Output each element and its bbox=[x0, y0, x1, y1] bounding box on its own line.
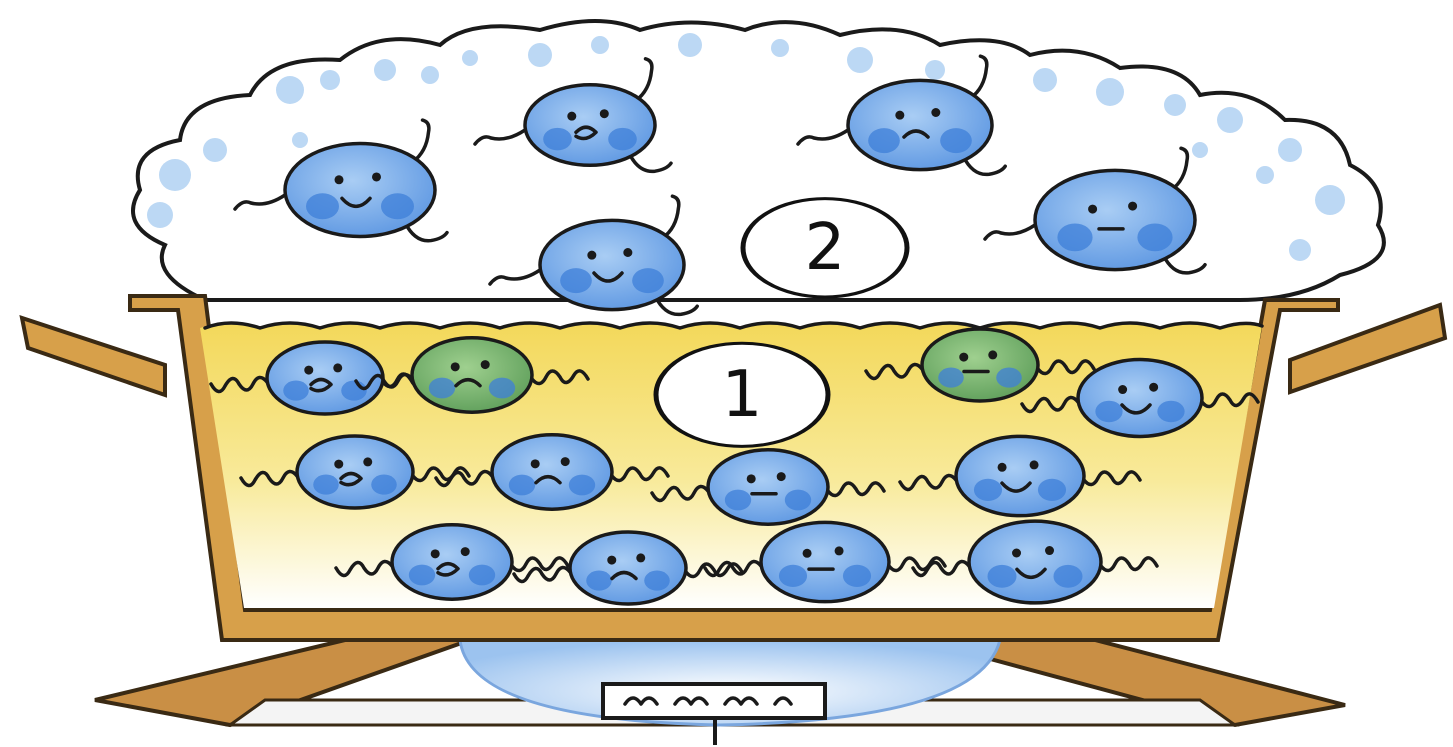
molecule-cheek bbox=[632, 268, 664, 293]
molecule-cheek bbox=[938, 368, 964, 388]
molecule-eye bbox=[334, 460, 343, 469]
molecule-cheek bbox=[586, 571, 612, 591]
molecule-eye bbox=[988, 350, 997, 359]
molecule-eye bbox=[1045, 546, 1054, 555]
molecule-body bbox=[570, 532, 686, 604]
molecule-eye bbox=[451, 362, 460, 371]
molecule-cheek bbox=[974, 479, 1002, 501]
molecule-cheek bbox=[725, 490, 751, 511]
molecule-cheek bbox=[996, 368, 1022, 388]
molecule-eye bbox=[481, 360, 490, 369]
vapor-phase-label: 2 bbox=[743, 199, 907, 297]
molecule-eye bbox=[1012, 548, 1021, 557]
pot-left-handle bbox=[22, 318, 165, 395]
molecule-eye bbox=[461, 547, 470, 556]
molecule-cheek bbox=[313, 475, 339, 495]
molecule-eye bbox=[1128, 202, 1137, 211]
molecule-cheek bbox=[843, 565, 871, 587]
molecule-cheek bbox=[543, 128, 572, 151]
molecule-cheek bbox=[779, 565, 807, 587]
molecule-eye bbox=[1030, 460, 1039, 469]
molecule-eye bbox=[607, 556, 616, 565]
molecule-body bbox=[848, 80, 992, 169]
liquid-phase-label-text: 1 bbox=[722, 358, 763, 432]
stove bbox=[95, 640, 1345, 745]
molecule-eye bbox=[335, 175, 344, 184]
molecule-cheek bbox=[1157, 401, 1184, 423]
molecule-cheek bbox=[371, 475, 397, 495]
molecule-cheek bbox=[306, 193, 339, 219]
molecule-eye bbox=[895, 111, 904, 120]
molecule-body bbox=[1078, 360, 1202, 437]
molecule-eye bbox=[363, 457, 372, 466]
molecule-eye bbox=[959, 353, 968, 362]
molecule-eye bbox=[333, 363, 342, 372]
molecule-body bbox=[540, 220, 684, 309]
molecule-cheek bbox=[429, 378, 455, 399]
molecule-body bbox=[412, 338, 532, 412]
molecule-body bbox=[922, 329, 1038, 401]
molecule-cheek bbox=[381, 193, 414, 219]
molecule-cheek bbox=[489, 378, 515, 399]
molecule-eye bbox=[372, 172, 381, 181]
molecule-eye bbox=[931, 108, 940, 117]
molecule-cheek bbox=[1057, 223, 1092, 251]
molecule-cheek bbox=[987, 565, 1016, 588]
molecule-eye bbox=[1088, 205, 1097, 214]
molecule-cheek bbox=[644, 571, 670, 591]
molecule-cheek bbox=[469, 565, 495, 586]
molecule-body bbox=[761, 522, 889, 601]
molecule-cheek bbox=[940, 128, 972, 153]
molecule-body bbox=[956, 436, 1084, 515]
molecule-eye bbox=[304, 366, 313, 375]
molecule-body bbox=[297, 436, 413, 508]
molecule-body bbox=[708, 450, 828, 524]
molecule-eye bbox=[747, 474, 756, 483]
molecule-eye bbox=[803, 549, 812, 558]
molecule-body bbox=[267, 342, 383, 414]
molecule-cheek bbox=[1038, 479, 1066, 501]
vapor-phase-label-text: 2 bbox=[805, 211, 846, 285]
molecule-body bbox=[1035, 170, 1195, 269]
molecule-body bbox=[285, 144, 435, 237]
molecule-cheek bbox=[283, 381, 309, 401]
molecule-cheek bbox=[509, 475, 535, 496]
molecule-eye bbox=[623, 248, 632, 257]
molecule-eye bbox=[1149, 383, 1158, 392]
molecule-eye bbox=[998, 463, 1007, 472]
molecule-eye bbox=[777, 472, 786, 481]
molecule-eye bbox=[1118, 385, 1127, 394]
liquid-phase-label: 1 bbox=[656, 343, 828, 446]
molecule-eye bbox=[600, 109, 609, 118]
molecule-eye bbox=[567, 112, 576, 121]
molecule-eye bbox=[636, 553, 645, 562]
molecule-body bbox=[392, 525, 512, 599]
molecule-cheek bbox=[868, 128, 900, 153]
molecule-body bbox=[525, 85, 655, 166]
molecule-cheek bbox=[1095, 401, 1122, 423]
molecule-eye bbox=[561, 457, 570, 466]
molecule-cheek bbox=[569, 475, 595, 496]
molecule-cheek bbox=[1053, 565, 1082, 588]
molecule-cheek bbox=[409, 565, 435, 586]
molecule-cheek bbox=[608, 128, 637, 151]
molecule-cheek bbox=[785, 490, 811, 511]
molecule-cheek bbox=[341, 381, 367, 401]
molecule-cheek bbox=[1137, 223, 1172, 251]
molecule-eye bbox=[835, 546, 844, 555]
molecule-eye bbox=[587, 251, 596, 260]
molecule-body bbox=[969, 521, 1101, 603]
molecule-eye bbox=[531, 459, 540, 468]
molecule-body bbox=[492, 435, 612, 509]
molecule-eye bbox=[431, 549, 440, 558]
molecule-cheek bbox=[560, 268, 592, 293]
pot-right-handle bbox=[1290, 305, 1445, 392]
